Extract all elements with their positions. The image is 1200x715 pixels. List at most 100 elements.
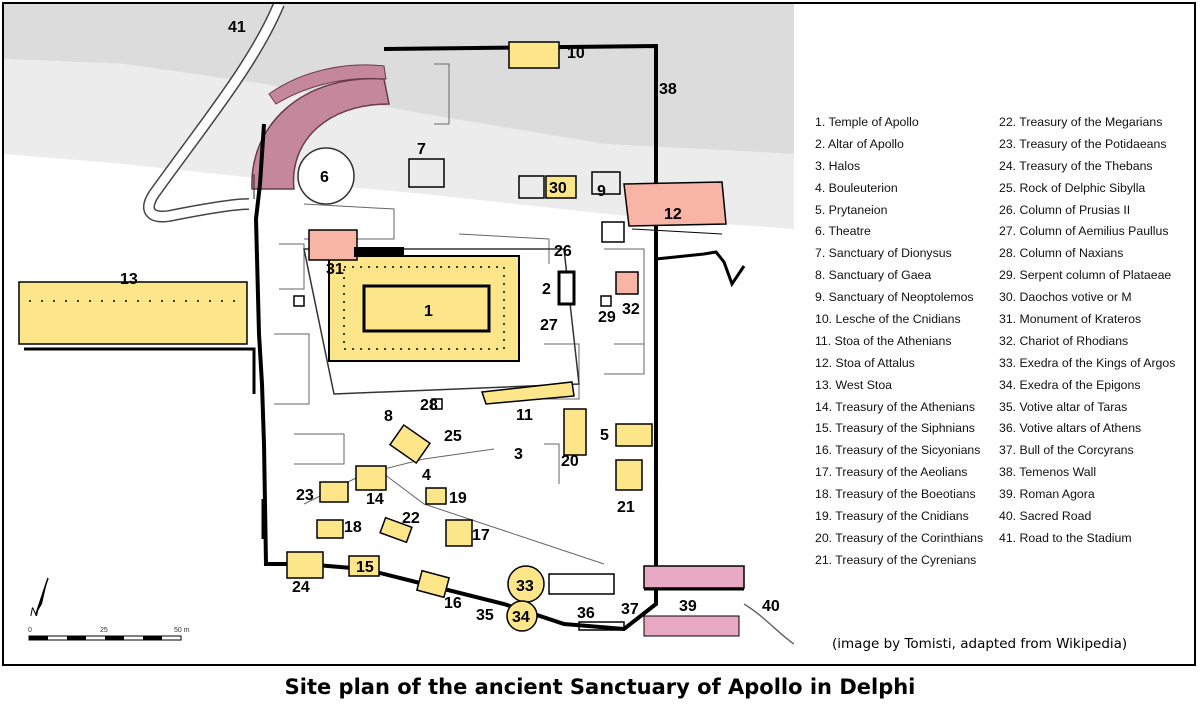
stoa-of-attalus (623, 181, 727, 227)
map-number: 4 (422, 467, 431, 484)
legend-item: 41. Road to the Stadium (999, 530, 1132, 545)
map-number: 22 (402, 510, 420, 527)
map-number: 38 (659, 81, 677, 98)
map-number: 28 (420, 397, 438, 414)
map-number: 23 (296, 487, 314, 504)
legend-item: 6. Theatre (815, 224, 871, 239)
map-number: 37 (621, 601, 639, 618)
legend-column-left: 1. Temple of Apollo 2. Altar of Apollo 3. … (815, 112, 983, 572)
map-number: 40 (762, 598, 780, 615)
map-number: 26 (554, 243, 572, 260)
legend-item: 9. Sanctuary of Neoptolemos (815, 290, 974, 305)
legend-item: 38. Temenos Wall (999, 465, 1097, 480)
map-number: 10 (567, 45, 585, 62)
legend-item: 23. Treasury of the Potidaeans (999, 136, 1167, 151)
map-number: 9 (597, 183, 606, 200)
map-number: 11 (516, 407, 533, 424)
legend-item: 28. Column of Naxians (999, 246, 1124, 261)
scale-bar: 0 25 50 m (28, 627, 190, 641)
map-number: 17 (472, 527, 490, 544)
lesche-of-the-cnidians (508, 41, 560, 69)
treasuries (286, 175, 653, 599)
road-to-stadium-inner (144, 4, 284, 222)
map-number: 32 (622, 301, 640, 318)
map-number: 20 (561, 453, 579, 470)
temenos-wall (253, 43, 658, 632)
legend-item: 31. Monument of Krateros (999, 312, 1142, 327)
legend-item: 27. Column of Aemilius Paullus (999, 224, 1169, 239)
monument-of-krateros (308, 229, 358, 261)
legend-item: 26. Column of Prusias II (999, 202, 1131, 217)
map-number: 21 (617, 499, 635, 516)
legend-item: 10. Lesche of the Cnidians (815, 312, 961, 327)
legend-item: 39. Roman Agora (999, 487, 1095, 502)
legend-item: 29. Serpent column of Plataeae (999, 268, 1172, 283)
map-number: 15 (356, 559, 374, 576)
map-number: 41 (228, 19, 246, 36)
roman-agora (643, 565, 745, 589)
map-number: 8 (384, 408, 393, 425)
map-number: 1 (424, 303, 433, 320)
legend-item: 22. Treasury of the Megarians (999, 115, 1163, 129)
map-number: 39 (679, 598, 697, 615)
legend-item: 5. Prytaneion (815, 202, 888, 217)
map-number: 31 (326, 261, 344, 278)
legend-item: 1. Temple of Apollo (815, 115, 919, 129)
legend-item: 14. Treasury of the Athenians (815, 399, 975, 414)
map-number: 24 (292, 579, 310, 596)
map-number: 34 (512, 609, 530, 626)
legend-item: 33. Exedra of the Kings of Argos (999, 355, 1176, 370)
west-stoa (18, 281, 248, 345)
site-plan-map: 1 2 3 4 5 6 7 8 9 10 11 12 13 14 15 16 1… (4, 4, 794, 664)
theatre-orchestra (297, 147, 355, 205)
legend-item: 18. Treasury of the Boeotians (815, 487, 976, 502)
legend-item: 4. Bouleuterion (815, 180, 898, 195)
map-number: 30 (549, 180, 567, 197)
map-number: 25 (444, 428, 462, 445)
map-number: 6 (320, 169, 329, 186)
map-number: 2 (542, 281, 551, 298)
scale-label: 25 (100, 627, 108, 634)
map-number: 16 (444, 595, 462, 612)
scale-label: 0 (28, 627, 32, 634)
small-structures (293, 158, 625, 631)
legend-item: 3. Halos (815, 158, 861, 173)
map-number: 29 (598, 309, 616, 326)
legend-item: 2. Altar of Apollo (815, 136, 904, 151)
legend-item: 19. Treasury of the Cnidians (815, 509, 969, 524)
legend-item: 15. Treasury of the Siphnians (815, 421, 975, 436)
legend-item: 32. Chariot of Rhodians (999, 333, 1129, 348)
legend-item: 7. Sanctuary of Dionysus (815, 246, 952, 261)
map-number: 35 (476, 607, 494, 624)
legend-item: 20. Treasury of the Corinthians (815, 530, 984, 545)
legend-item: 37. Bull of the Corcyrans (999, 443, 1134, 458)
map-number: 13 (120, 271, 138, 288)
temple-terrace (303, 248, 580, 395)
legend-item: 35. Votive altar of Taras (999, 399, 1128, 414)
map-numbers: 1 2 3 4 5 6 7 8 9 10 11 12 13 14 15 16 1… (120, 19, 780, 626)
legend-item: 8. Sanctuary of Gaea (815, 268, 932, 283)
map-number: 36 (577, 605, 595, 622)
theatre-upper (268, 64, 387, 105)
exedra-of-the-epigons (506, 600, 538, 632)
legend-item: 17. Treasury of the Aeolians (815, 465, 968, 480)
map-number: 18 (344, 519, 362, 536)
map-number: 3 (514, 446, 523, 463)
north-label: N (30, 605, 39, 619)
legend-item: 24. Treasury of the Thebans (999, 158, 1153, 173)
legend-item: 13. West Stoa (815, 377, 893, 392)
map-number: 7 (417, 141, 426, 158)
map-number: 5 (600, 427, 609, 444)
map-number: 19 (449, 490, 467, 507)
legend-item: 25. Rock of Delphic Sibylla (999, 180, 1146, 195)
map-number: 12 (664, 206, 682, 223)
hillside-shade (4, 4, 794, 154)
map-number: 27 (540, 317, 558, 334)
image-credit: (image by Tomisti, adapted from Wikipedi… (832, 636, 1128, 652)
legend-item: 36. Votive altars of Athens (999, 421, 1142, 436)
temple-of-apollo (328, 255, 520, 362)
chariot-of-rhodians (615, 271, 639, 295)
page-caption: Site plan of the ancient Sanctuary of Ap… (284, 675, 916, 699)
sacred-road (743, 603, 794, 645)
legend-item: 16. Treasury of the Sicyonians (815, 443, 981, 458)
